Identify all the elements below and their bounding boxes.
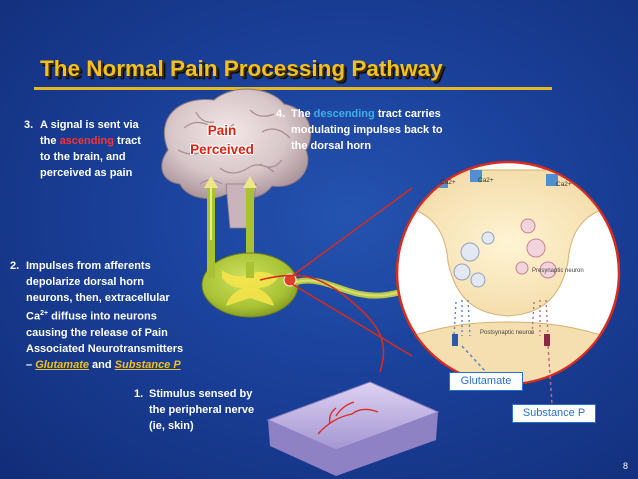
ascending-arrow-icon-2 [243,176,257,188]
step3-line3: to the brain, and [40,151,126,163]
step2-line6: Associated Neurotransmitters [26,342,184,355]
step2-text: 2. Impulses from afferents depolarize do… [10,258,216,373]
spinal-cord-cross-section [201,252,299,318]
step3-line1: A signal is sent via [40,119,139,131]
step1-text: 1. Stimulus sensed by the peripheral ner… [134,386,279,434]
synapse-magnified-view [395,160,621,386]
postsynaptic-label: Postsynaptic neuron [480,330,534,336]
step2-line3: neurons, then, extracellular [26,292,170,304]
step3-number: 3. [24,119,34,131]
ion-label-2: Ca2+ [478,177,494,184]
pain-label-line2: Perceived [190,142,254,157]
substance-p-highlight: Substance P [114,358,181,371]
page-number: 8 [622,461,628,471]
step4-line3: the dorsal horn [291,140,372,152]
step2-line1: Impulses from afferents [26,260,151,272]
step2-line4: Ca2+ diffuse into neurons [26,310,157,323]
step1-number: 1. [134,388,144,400]
step3-line2: the ascending tract [40,135,141,147]
title-underline [34,87,552,90]
step4-line1: The descending tract carries [291,108,441,120]
step4-line2: modulating impulses back to [291,124,443,136]
step1-line3: (ie, skin) [149,420,194,432]
step2-number: 2. [10,260,20,272]
step3-line4: perceived as pain [40,167,133,179]
peripheral-nerve-line [259,274,385,373]
ascending-highlight: ascending [59,135,114,147]
step1-line2: the peripheral nerve [149,404,255,416]
ascending-tract-right [246,186,254,268]
presynaptic-label: Presynaptic neuron [532,268,584,274]
step4-number: 4. [276,108,286,120]
pain-label-line1: Pain [207,123,237,138]
glutamate-label-box: Glutamate [449,372,523,391]
ion-label-3: Ca2+ [556,181,572,188]
step2-line5: causing the release of Pain [26,326,168,339]
pain-perceived-label: Pain Perceived [187,121,257,159]
step2-line2: depolarize dorsal horn [26,276,144,288]
step2-line7: – Glutamate and Substance P [26,358,181,371]
glutamate-highlight: Glutamate [35,358,89,371]
skin-block-illustration [266,381,440,476]
ion-label-1: Ca2+ [440,179,456,186]
step1-line1: Stimulus sensed by [149,388,253,400]
slide-title: The Normal Pain Processing Pathway [40,56,443,81]
descending-highlight: descending [313,108,375,120]
substance-p-label-box: Substance P [512,404,596,423]
synapse-highlight-dot [283,273,297,287]
ascending-arrow-icon [204,176,218,188]
step4-text: 4. The descending tract carries modulati… [276,106,481,154]
step3-text: 3. A signal is sent via the ascending tr… [24,117,190,181]
